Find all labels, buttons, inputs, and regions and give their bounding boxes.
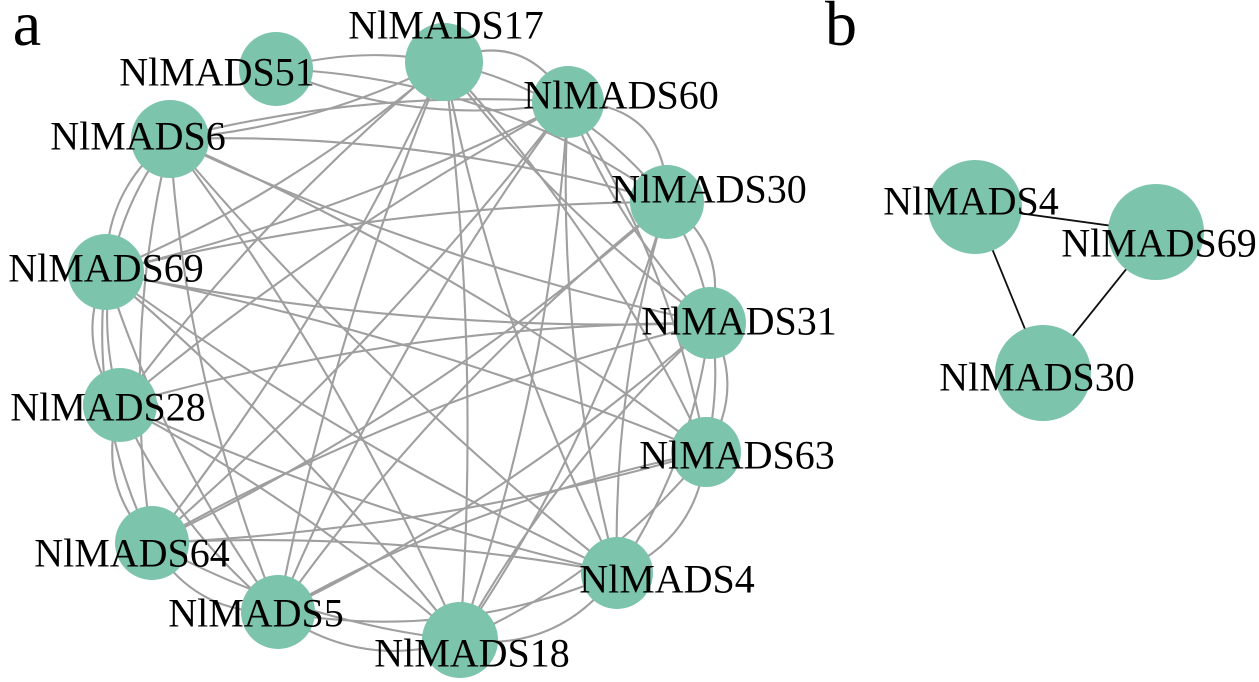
node-NlMADS18 bbox=[422, 602, 498, 678]
node-label-NlMADS5: NlMADS5 bbox=[168, 591, 344, 636]
panel-b-nodes bbox=[928, 160, 1204, 421]
node-label-NlMADS28: NlMADS28 bbox=[10, 385, 206, 430]
node-label-NlMADS17: NlMADS17 bbox=[348, 3, 544, 48]
edge-NlMADS6-NlMADS4 bbox=[168, 137, 619, 575]
edge-NlMADS60-NlMADS64 bbox=[150, 100, 570, 545]
panel-a-labels: NlMADS17NlMADS51NlMADS6NlMADS69NlMADS28N… bbox=[8, 3, 837, 676]
node-label-NlMADS51: NlMADS51 bbox=[119, 50, 315, 95]
edge-NlMADS69-NlMADS30 bbox=[104, 200, 669, 274]
edge-NlMADS4-NlMADS30 bbox=[615, 200, 669, 575]
node-NlMADS28 bbox=[83, 368, 157, 442]
edge-NlMADS60-NlMADS63 bbox=[566, 100, 708, 454]
node-NlMADS51 bbox=[239, 32, 313, 106]
edge-NlMADS51-NlMADS30 bbox=[274, 67, 669, 204]
edge-NlMADS69-NlMADS5 bbox=[104, 270, 280, 614]
edge-NlMADS18-NlMADS31 bbox=[458, 321, 712, 642]
edge-NlMADS5-NlMADS63 bbox=[276, 450, 708, 614]
panel-a-letter: a bbox=[13, 0, 41, 59]
edge-NlMADS69-NlMADS18 bbox=[104, 270, 462, 642]
panel-b-letter: b bbox=[825, 0, 857, 59]
edge-NlMADS6-NlMADS5 bbox=[168, 137, 280, 614]
edge-NlMADS60-NlMADS18 bbox=[458, 100, 570, 642]
node-NlMADS63 bbox=[671, 417, 741, 487]
edge-NlMADS60-NlMADS5 bbox=[276, 100, 570, 614]
edge-NlMADS64-NlMADS30 bbox=[150, 200, 669, 545]
edge-NlMADS6-NlMADS30 bbox=[168, 137, 669, 204]
node-label-NlMADS69: NlMADS69 bbox=[1061, 221, 1257, 266]
node-NlMADS69 bbox=[1108, 184, 1204, 280]
node-NlMADS17 bbox=[405, 23, 483, 101]
node-NlMADS4 bbox=[581, 537, 653, 609]
edge-NlMADS5-NlMADS30 bbox=[276, 200, 669, 614]
node-label-NlMADS6: NlMADS6 bbox=[50, 114, 226, 159]
node-NlMADS4 bbox=[928, 160, 1022, 254]
edge-NlMADS60-NlMADS6 bbox=[168, 98, 570, 141]
node-NlMADS69 bbox=[68, 234, 144, 310]
node-label-NlMADS4: NlMADS4 bbox=[883, 179, 1059, 224]
edge-NlMADS64-NlMADS4 bbox=[150, 538, 619, 575]
edge-NlMADS60-NlMADS4 bbox=[564, 100, 619, 575]
edge-NlMADS17-NlMADS63 bbox=[442, 60, 708, 454]
node-label-NlMADS64: NlMADS64 bbox=[34, 531, 230, 576]
edge-NlMADS60-NlMADS69 bbox=[104, 100, 570, 274]
node-label-NlMADS30: NlMADS30 bbox=[939, 355, 1135, 400]
edge-NlMADS60-NlMADS28 bbox=[118, 100, 570, 407]
edge-NlMADS6-NlMADS64 bbox=[138, 137, 172, 545]
edge-NlMADS28-NlMADS18 bbox=[118, 403, 462, 642]
edge-NlMADS64-NlMADS63 bbox=[150, 450, 708, 545]
edge-NlMADS17-NlMADS64 bbox=[150, 60, 446, 545]
panel-a-network: NlMADS17NlMADS51NlMADS6NlMADS69NlMADS28N… bbox=[8, 0, 837, 678]
edge-NlMADS6-NlMADS18 bbox=[168, 137, 462, 642]
node-label-NlMADS4: NlMADS4 bbox=[579, 557, 755, 602]
edge-NlMADS64-NlMADS31 bbox=[150, 321, 712, 545]
edge-NlMADS17-NlMADS4 bbox=[442, 60, 619, 575]
edge-NlMADS51-NlMADS60 bbox=[274, 67, 570, 112]
node-NlMADS5 bbox=[241, 575, 315, 649]
edge-NlMADS17-NlMADS28 bbox=[118, 60, 446, 407]
node-NlMADS60 bbox=[532, 66, 604, 138]
node-label-NlMADS31: NlMADS31 bbox=[641, 299, 837, 344]
node-label-NlMADS60: NlMADS60 bbox=[523, 73, 719, 118]
edge-NlMADS69-NlMADS4 bbox=[104, 270, 619, 575]
node-NlMADS6 bbox=[131, 100, 209, 178]
node-NlMADS64 bbox=[115, 506, 189, 580]
node-label-NlMADS63: NlMADS63 bbox=[639, 433, 835, 478]
panel-a-nodes bbox=[68, 23, 746, 678]
node-label-NlMADS30: NlMADS30 bbox=[611, 167, 807, 212]
edge-NlMADS28-NlMADS4 bbox=[118, 403, 619, 575]
edge-NlMADS18-NlMADS30 bbox=[458, 200, 669, 642]
node-label-NlMADS69: NlMADS69 bbox=[8, 246, 204, 291]
edge-NlMADS5-NlMADS31 bbox=[276, 321, 712, 614]
panel-a-edges bbox=[91, 49, 729, 652]
edge-NlMADS17-NlMADS18 bbox=[442, 60, 469, 642]
node-NlMADS30 bbox=[630, 165, 704, 239]
node-NlMADS31 bbox=[674, 287, 746, 359]
node-label-NlMADS18: NlMADS18 bbox=[374, 631, 570, 676]
node-NlMADS30 bbox=[995, 325, 1091, 421]
